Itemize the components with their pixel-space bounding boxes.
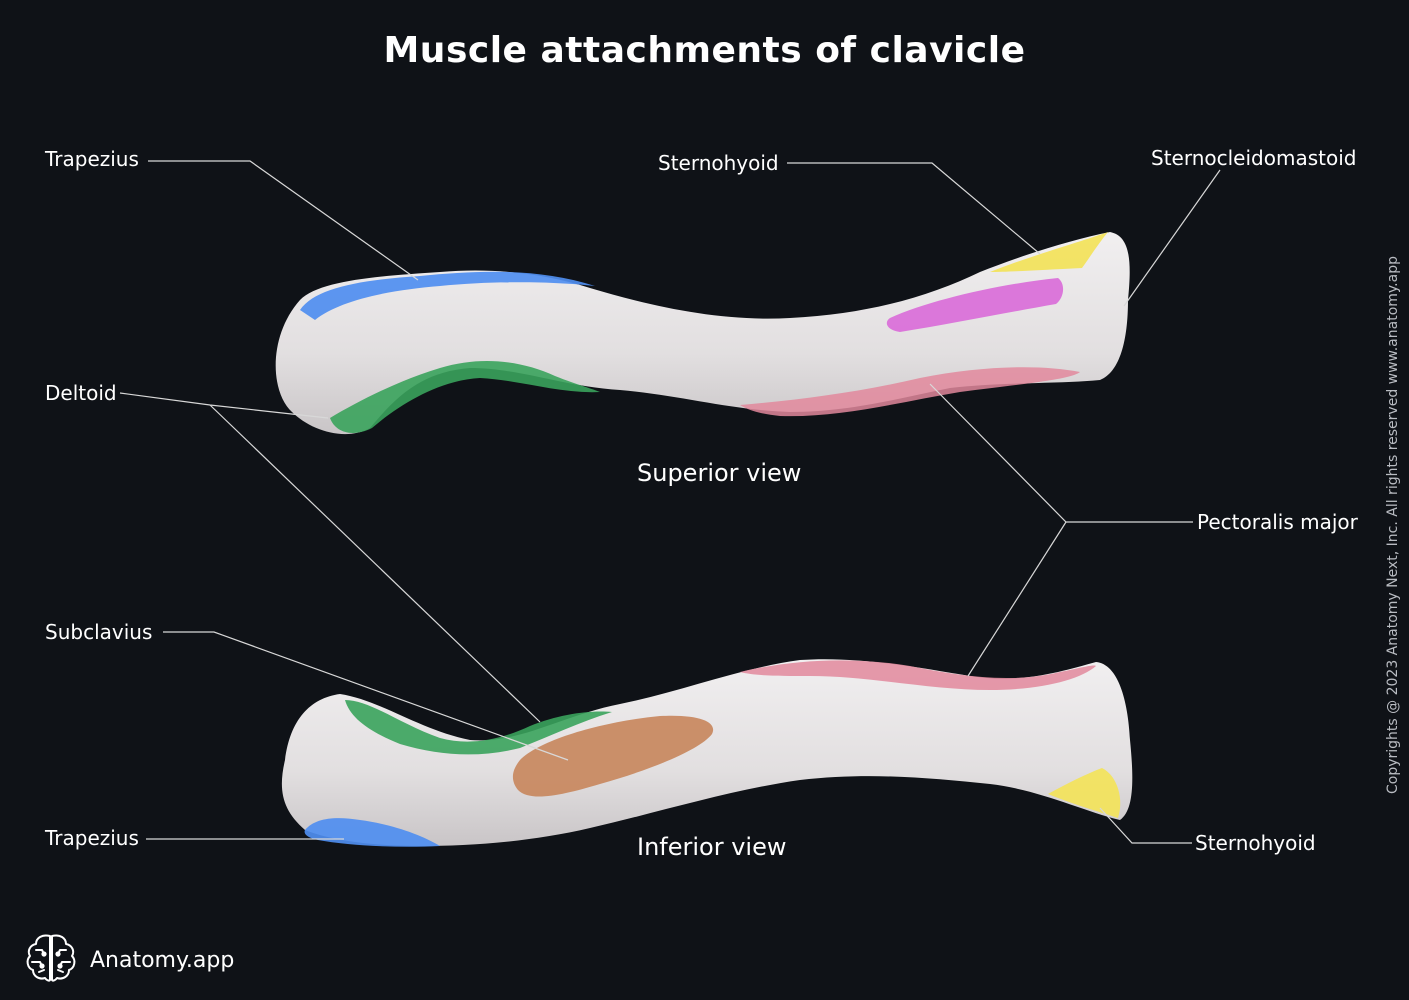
trapezius-attachment-superior bbox=[300, 271, 595, 320]
clavicle-superior-view bbox=[275, 232, 1130, 435]
leader-lines bbox=[119, 160, 1221, 844]
label-sternocleidomastoid: Sternocleidomastoid bbox=[1151, 146, 1357, 170]
leader-deltoid-inferior bbox=[209, 404, 541, 723]
sternohyoid-attachment-inferior bbox=[1048, 768, 1121, 818]
label-sternohyoid-inferior: Sternohyoid bbox=[1195, 831, 1316, 855]
label-sternohyoid-superior: Sternohyoid bbox=[658, 151, 779, 175]
leader-subclavius bbox=[163, 631, 569, 761]
label-trapezius-superior: Trapezius bbox=[45, 147, 139, 171]
label-pectoralis-major: Pectoralis major bbox=[1197, 510, 1358, 534]
leader-pectoralis-major bbox=[929, 383, 1193, 523]
leader-sternohyoid-bottom bbox=[1099, 807, 1192, 844]
clavicle-inferior-view bbox=[281, 659, 1133, 847]
page-title: Muscle attachments of clavicle bbox=[383, 30, 1026, 71]
sternohyoid-attachment-superior bbox=[990, 232, 1108, 272]
leader-sternocleidomastoid bbox=[1123, 169, 1221, 307]
subclavius-attachment bbox=[512, 715, 714, 797]
inferior-view-label: Inferior view bbox=[637, 833, 787, 861]
label-subclavius: Subclavius bbox=[45, 620, 153, 644]
sternocleidomastoid-attachment bbox=[886, 278, 1064, 332]
brand-logo[interactable]: Anatomy.app bbox=[24, 932, 234, 988]
label-trapezius-inferior: Trapezius bbox=[45, 826, 139, 850]
pectoralis-major-attachment-inferior bbox=[740, 660, 1096, 690]
brain-icon bbox=[24, 932, 78, 988]
copyright-notice: Copyrights @ 2023 Anatomy Next, Inc. All… bbox=[1385, 256, 1401, 794]
leader-trapezius-top bbox=[148, 160, 419, 281]
clavicle-inferior-bone bbox=[281, 659, 1133, 846]
leader-sternohyoid-top bbox=[787, 162, 1041, 255]
brand-name: Anatomy.app bbox=[90, 947, 235, 973]
leader-pectoralis-major-inferior bbox=[967, 521, 1067, 677]
pectoralis-major-attachment-superior bbox=[740, 367, 1080, 417]
deltoid-attachment-inferior bbox=[345, 700, 612, 755]
superior-view-label: Superior view bbox=[637, 459, 802, 487]
deltoid-attachment-superior bbox=[330, 361, 600, 433]
label-deltoid: Deltoid bbox=[45, 381, 117, 405]
